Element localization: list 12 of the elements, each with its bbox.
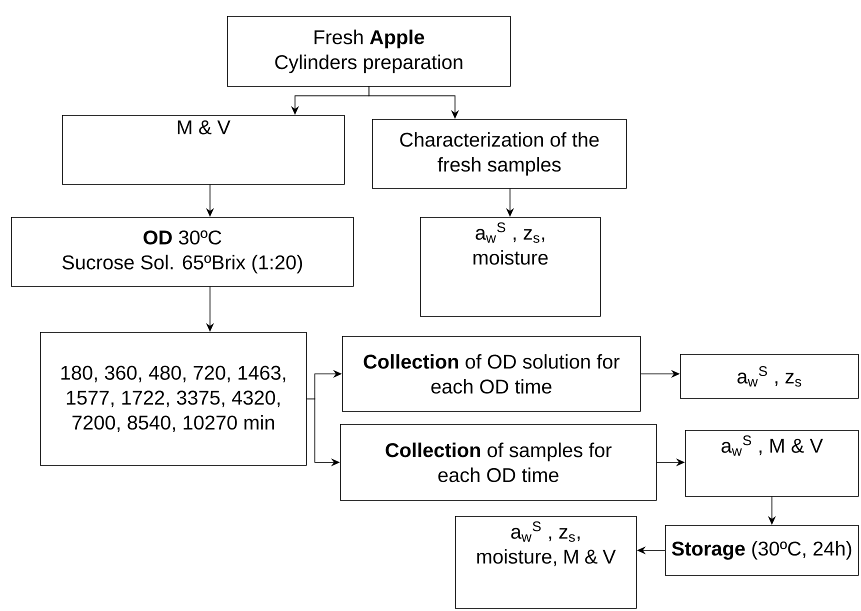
process-box: OD 30ºC Sucrose Sol. 65ºBrix (1:20) [11,217,354,287]
process-box: Collection of samples for each OD time [340,424,657,501]
process-box: a$_{w}$$^{S}$ , M & V [685,430,859,497]
process-box: a$_{w}$$^{S}$ , z$_{s}$, moisture [420,217,601,317]
process-box: Collection of OD solution for each OD time [342,336,641,412]
process-box: 180, 360, 480, 720, 1463, 1577, 1722, 3375, 4320, 7200, 8540, 10270 min [40,332,307,466]
process-box: a$_{w}$$^{S}$ , z$_{s}$, moisture, M & V [455,516,637,609]
process-box: M & V [62,115,345,185]
process-box: Fresh Apple Cylinders preparation [227,16,511,87]
process-box: a$_{w}$$^{S}$ , z$_{s}$ [680,354,859,399]
process-box: Storage (30ºC, 24h) [665,525,859,576]
process-box: Characterization of the fresh samples [372,119,627,189]
